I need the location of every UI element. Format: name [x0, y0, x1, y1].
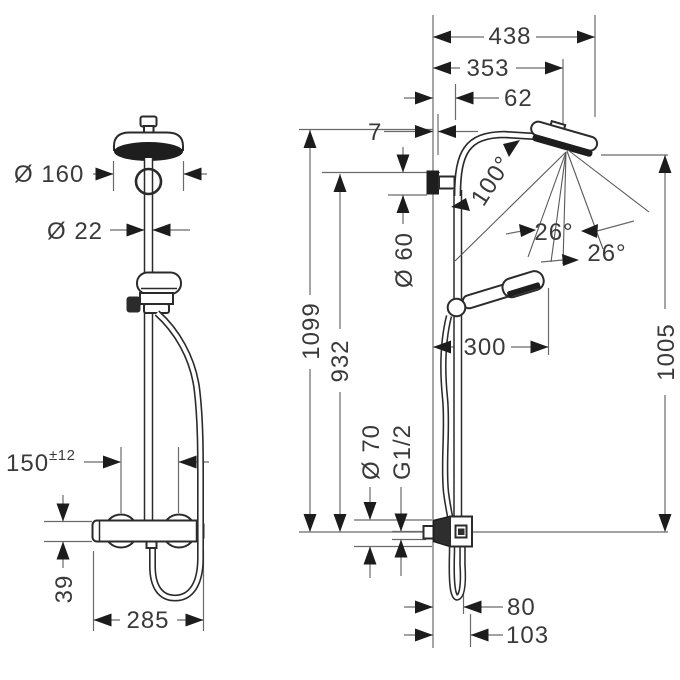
dimension-label-150: 150: [6, 450, 49, 477]
dimension-label-438: 438: [488, 23, 531, 50]
dimension-label-80: 80: [507, 594, 536, 621]
thermostat-valve: [91, 519, 205, 543]
side-shower-unit: [422, 119, 650, 601]
dimension-label-932: 932: [327, 339, 354, 382]
shower-holder: [139, 292, 174, 305]
dimension-label-62: 62: [504, 85, 533, 112]
dimension-label-7: 7: [368, 119, 382, 146]
dimension-tolerance-label: ±12: [49, 447, 75, 464]
dimension-label-300: 300: [463, 334, 506, 361]
wall-nipple: [422, 525, 435, 540]
ball-joint-ring: [134, 167, 163, 196]
angle-label-26-left: 26°: [534, 219, 573, 246]
riser-pipe-side: [454, 190, 462, 520]
dimension-label-1099: 1099: [298, 302, 325, 359]
dimension-label-dia60: Ø 60: [391, 232, 418, 288]
riser-pipe: [144, 158, 153, 521]
dimension-label-285: 285: [126, 607, 169, 634]
dimension-label-1005: 1005: [653, 323, 680, 380]
dimension-label-dia22: Ø 22: [47, 218, 103, 245]
overhead-shower-side: [530, 119, 599, 157]
dimension-label-dia160: Ø 160: [14, 161, 84, 188]
holder-ring: [446, 297, 467, 318]
dimension-label-39: 39: [51, 575, 78, 604]
wall-bracket-arm: [438, 175, 456, 190]
front-view: Ø 160 Ø 22 150 ±12 39 285: [6, 115, 209, 634]
dimension-label-353: 353: [466, 55, 509, 82]
wall-bracket: [426, 170, 439, 195]
hand-shower-side: [461, 270, 545, 310]
escutcheon-cone: [432, 515, 451, 548]
dimension-label-103: 103: [506, 622, 549, 649]
side-arrowheads: [303, 30, 672, 642]
dimension-label-dia70: Ø 70: [358, 424, 385, 480]
angle-label-26-right: 26°: [587, 240, 626, 267]
dimension-label-g12: G1/2: [389, 424, 416, 480]
overhead-shower-face: [114, 142, 183, 161]
hand-shower-front: [136, 271, 182, 295]
front-arrowheads: [56, 167, 204, 627]
side-view: 438 353 62 7 100° 26° 26° Ø 60 1099 932 …: [298, 15, 680, 649]
front-shower-unit: [91, 115, 205, 602]
hose-outlet: [145, 540, 158, 549]
holder-knob: [126, 296, 141, 313]
